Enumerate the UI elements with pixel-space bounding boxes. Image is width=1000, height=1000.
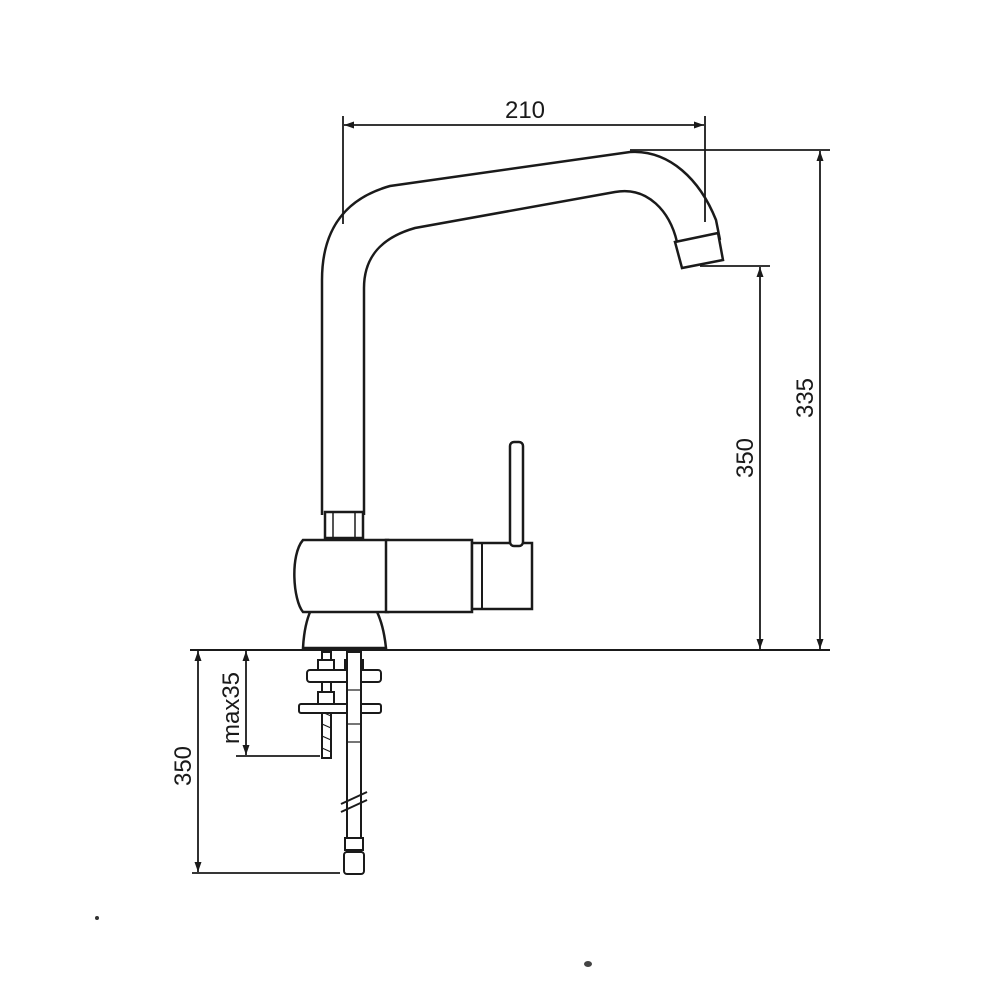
dimension-label-max35: max35 — [218, 672, 245, 744]
scan-speck — [95, 916, 99, 920]
dimension-label-350-upper: 350 — [732, 438, 759, 478]
mounting-hardware — [298, 651, 382, 875]
break-line — [340, 799, 368, 813]
dimension-hose-length: 350 — [170, 651, 340, 874]
cartridge-housing — [384, 538, 474, 614]
dimension-thread-length: max35 — [218, 651, 320, 757]
dimension-label-335: 335 — [792, 378, 819, 418]
spout-pipe — [320, 150, 722, 515]
dimension-spout-height: 350 — [700, 265, 770, 649]
rubber-washer — [306, 669, 382, 683]
dimension-spout-reach: 210 — [342, 97, 706, 224]
dimension-total-height: 335 — [630, 149, 830, 649]
dimension-label-350-lower: 350 — [170, 746, 197, 786]
lever-handle — [508, 440, 525, 548]
aerator — [673, 231, 725, 270]
swivel-nut — [323, 510, 365, 540]
faucet-body — [293, 538, 390, 614]
mounting-plate — [298, 703, 382, 714]
dimension-label-210: 210 — [505, 97, 545, 124]
scan-speck — [584, 961, 592, 967]
